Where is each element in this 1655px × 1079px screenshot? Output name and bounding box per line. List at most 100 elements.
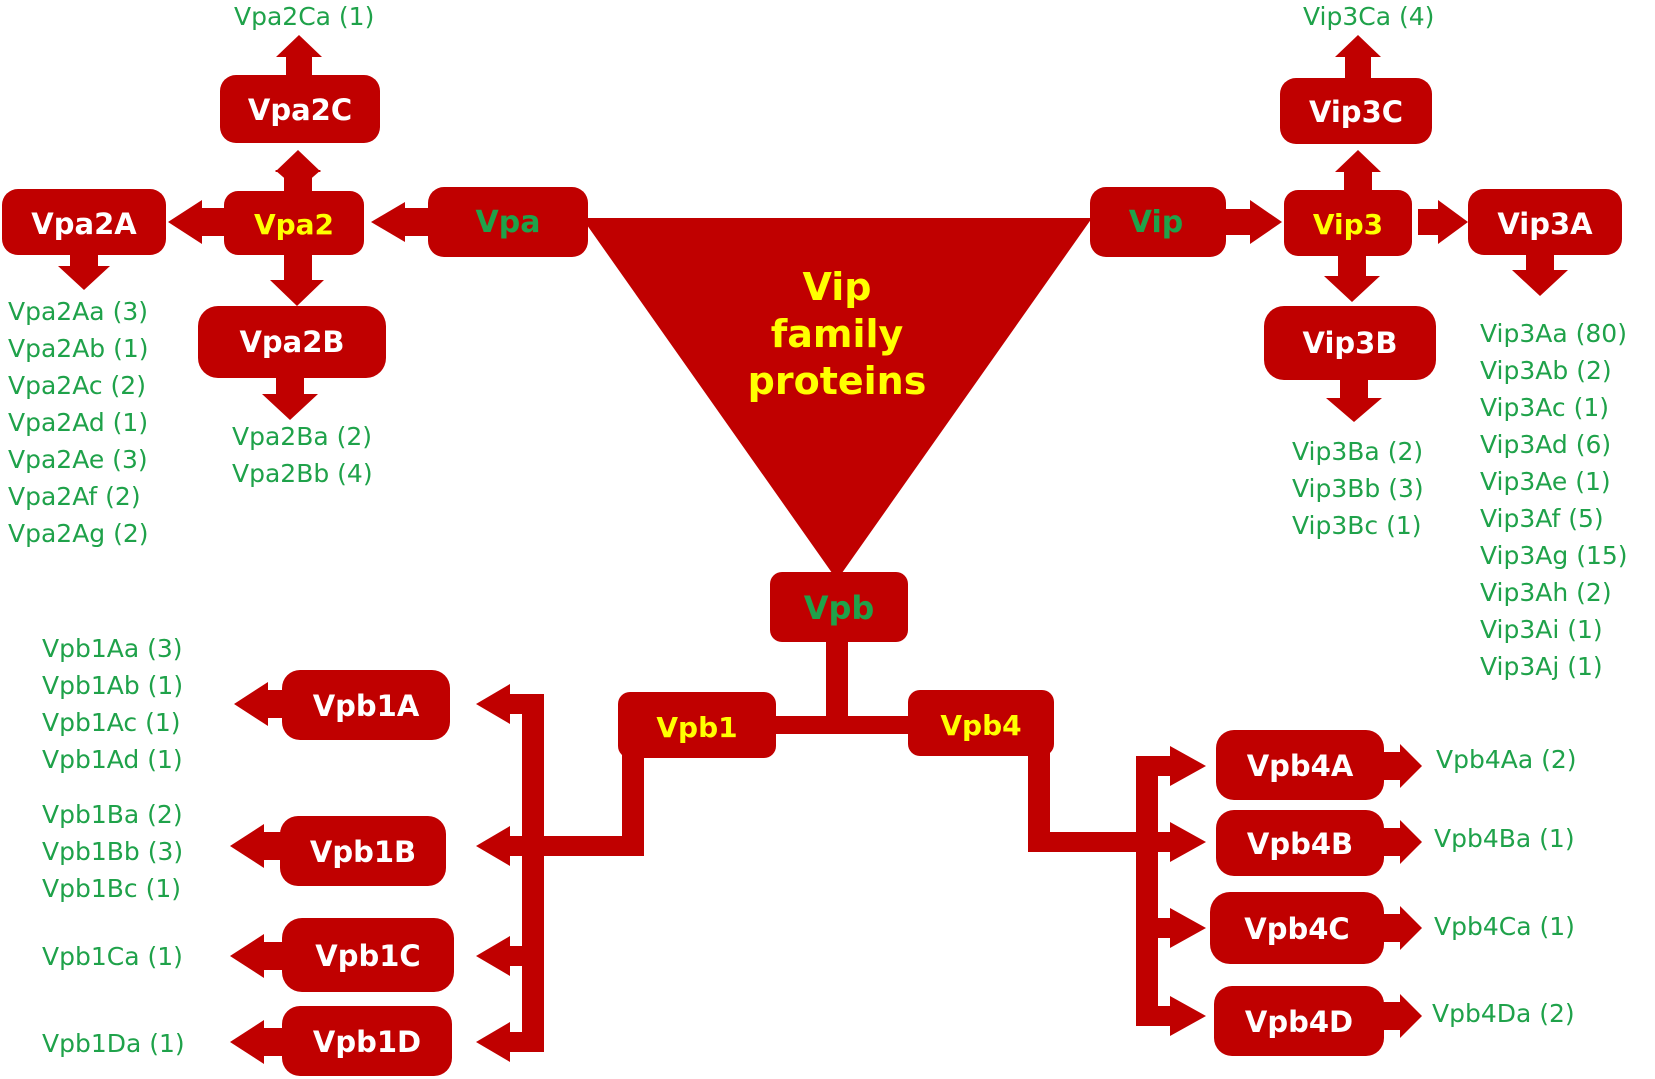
connector-vpa2a-down xyxy=(70,252,98,268)
subfamily-vip3ad: Vip3Ad (6) xyxy=(1480,430,1611,459)
subfamily-vpa2aa: Vpa2Aa (3) xyxy=(8,297,148,326)
node-vip3a-label: Vip3A xyxy=(1497,207,1593,241)
node-vpb4d-label: Vpb4D xyxy=(1245,1005,1353,1039)
subfamily-vpa2ag: Vpa2Ag (2) xyxy=(8,519,149,548)
subfamily-vip3ab: Vip3Ab (2) xyxy=(1480,356,1612,385)
arrowhead-vpb1aa xyxy=(234,682,268,726)
connector-vpb4a-out xyxy=(1382,752,1402,780)
arrowhead-vip3 xyxy=(1250,200,1282,244)
subfamily-vpb4aa: Vpb4Aa (2) xyxy=(1436,745,1577,774)
subfamily-vpa2ae: Vpa2Ae (3) xyxy=(8,445,148,474)
node-vpa2c: Vpa2C xyxy=(220,75,380,143)
node-vpa2a-label: Vpa2A xyxy=(31,207,137,241)
arrowhead-vip3ba xyxy=(1326,398,1382,422)
connector-vpb4b-stub xyxy=(1136,832,1172,852)
node-vip3: Vip3 xyxy=(1284,190,1412,256)
node-vpb1d: Vpb1D xyxy=(282,1006,452,1076)
connector-vpb-horizontal xyxy=(770,716,910,734)
arrowhead-vpb1d-in xyxy=(476,1022,510,1062)
arrowhead-vpa2b xyxy=(270,280,324,306)
connector-vpb1-bus xyxy=(522,694,544,1052)
node-vip3a: Vip3A xyxy=(1468,189,1622,255)
central-triangle xyxy=(582,218,1092,580)
arrowhead-vpa2ca xyxy=(276,35,322,57)
subfamily-vip3ai: Vip3Ai (1) xyxy=(1480,615,1603,644)
connector-vpb1c-out xyxy=(262,942,284,970)
node-vpb4d: Vpb4D xyxy=(1214,986,1384,1056)
arrowhead-vip3aa xyxy=(1512,270,1568,296)
subfamily-vpb4da: Vpb4Da (2) xyxy=(1432,999,1575,1028)
connector-vip3a-down xyxy=(1526,254,1554,272)
node-vpb4-label: Vpb4 xyxy=(940,709,1021,742)
subfamily-vpb1ca: Vpb1Ca (1) xyxy=(42,942,183,971)
subfamily-vip3ca: Vip3Ca (4) xyxy=(1303,2,1434,31)
node-vpb1a: Vpb1A xyxy=(282,670,450,740)
subfamily-vpa2af: Vpa2Af (2) xyxy=(8,482,141,511)
subfamily-vpb1ba: Vpb1Ba (2) xyxy=(42,800,183,829)
connector-vpb1b-out xyxy=(262,832,284,860)
arrowhead-vip3a xyxy=(1438,200,1468,244)
connector-lines xyxy=(58,35,1568,1064)
arrowhead-vpb1c-in xyxy=(476,936,510,976)
subfamily-vpa2ab: Vpa2Ab (1) xyxy=(8,334,149,363)
subfamily-vip3ae: Vip3Ae (1) xyxy=(1480,467,1611,496)
arrowhead-vpb4a-in xyxy=(1170,746,1206,786)
node-vip3c-label: Vip3C xyxy=(1309,95,1403,129)
arrowhead-vip3c-up xyxy=(1335,150,1381,172)
connector-vpb1c-stub xyxy=(510,946,544,966)
node-vpa: Vpa xyxy=(428,187,588,257)
node-vpb1c-label: Vpb1C xyxy=(315,939,420,973)
node-vpb4b-label: Vpb4B xyxy=(1247,827,1353,861)
node-vip: Vip xyxy=(1090,187,1226,257)
node-vpb1c: Vpb1C xyxy=(282,918,454,992)
connector-vpb4d-out xyxy=(1382,1002,1402,1030)
arrowhead-vpa2a xyxy=(168,200,202,244)
node-vpb1b-label: Vpb1B xyxy=(310,835,416,869)
arrowhead-vpa2aa xyxy=(58,266,110,290)
connector-vpa-vpa2 xyxy=(405,208,430,236)
subfamily-vip3af: Vip3Af (5) xyxy=(1480,504,1604,533)
node-vip3-label: Vip3 xyxy=(1313,208,1383,241)
node-vip-label: Vip xyxy=(1129,205,1183,240)
subfamily-vip3bc: Vip3Bc (1) xyxy=(1292,511,1422,540)
connector-vip3-vip3c xyxy=(1344,170,1372,192)
connector-vpb4c-out xyxy=(1382,914,1402,942)
subfamily-vip3bb: Vip3Bb (3) xyxy=(1292,474,1424,503)
connector-vip-vip3 xyxy=(1225,209,1253,235)
connector-vip3-vip3a xyxy=(1418,209,1440,235)
node-vpb1: Vpb1 xyxy=(618,692,776,758)
node-vpb4a-label: Vpb4A xyxy=(1247,749,1354,783)
subfamily-vpa2ba: Vpa2Ba (2) xyxy=(232,422,372,451)
center-label-line-3: proteins xyxy=(748,359,927,403)
connector-vpb1d-stub xyxy=(510,1032,544,1052)
subfamily-vpb1aa: Vpb1Aa (3) xyxy=(42,634,183,663)
arrowhead-vpb4d-in xyxy=(1170,996,1206,1036)
subfamily-vpa2bb: Vpa2Bb (4) xyxy=(232,459,373,488)
connector-vpa2-vpa2a xyxy=(200,208,226,236)
node-vpa2a: Vpa2A xyxy=(2,189,166,255)
node-vpa2b-label: Vpa2B xyxy=(239,325,344,359)
connector-vpb1b-stub xyxy=(510,836,544,856)
subfamily-vpb1bc: Vpb1Bc (1) xyxy=(42,874,181,903)
connector-vip3-vip3b xyxy=(1338,252,1366,280)
node-vpb4a: Vpb4A xyxy=(1216,730,1384,800)
connector-vpb1-horizontal xyxy=(532,836,644,856)
connector-vpb4-down xyxy=(1028,740,1050,852)
subfamily-vpb4ba: Vpb4Ba (1) xyxy=(1434,824,1575,853)
node-vpa2: Vpa2 xyxy=(224,191,364,255)
arrowhead-vpb1a-in xyxy=(476,684,510,724)
arrowhead-vpb4ca xyxy=(1400,906,1422,950)
subfamily-vpa2ad: Vpa2Ad (1) xyxy=(8,408,148,437)
subfamily-vpa2ac: Vpa2Ac (2) xyxy=(8,371,146,400)
subfamily-vpb1da: Vpb1Da (1) xyxy=(42,1029,185,1058)
arrowhead-vip3b xyxy=(1324,276,1380,302)
subfamily-vip3ac: Vip3Ac (1) xyxy=(1480,393,1609,422)
connector-vpb1a-stub xyxy=(510,694,544,714)
arrowhead-vpa2c-down xyxy=(275,170,321,190)
arrowhead-vpb1b-in xyxy=(476,826,510,866)
connector-vpa2-vpa2b xyxy=(284,252,312,282)
subfamily-lists: Vpa2Ca (1) Vpa2Aa (3) Vpa2Ab (1) Vpa2Ac … xyxy=(8,2,1628,1058)
node-vip3c: Vip3C xyxy=(1280,78,1432,144)
arrowhead-vpb4aa xyxy=(1400,744,1422,788)
node-vpb4c-label: Vpb4C xyxy=(1244,912,1349,946)
